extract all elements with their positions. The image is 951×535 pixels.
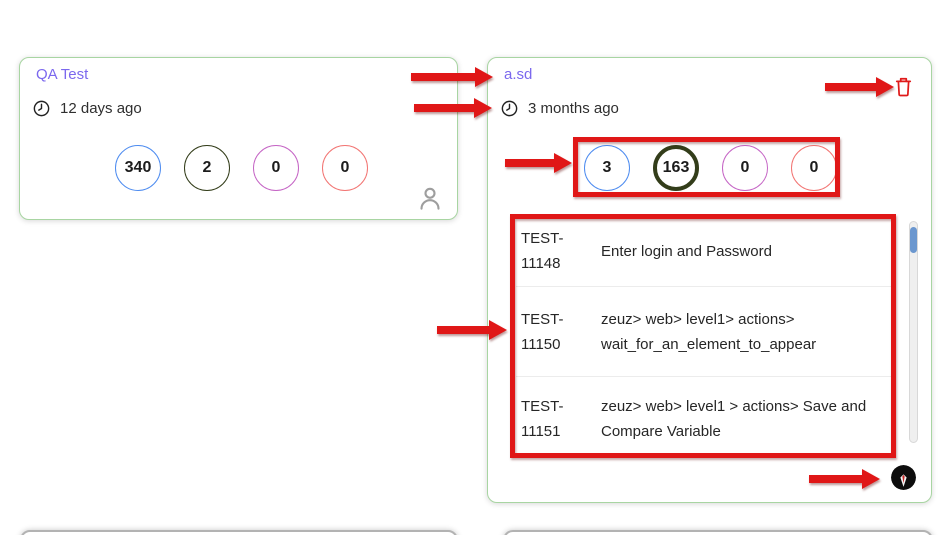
- test-case-description: zeuz> web> level1> actions> wait_for_an_…: [601, 310, 817, 353]
- clock-icon: [501, 100, 518, 117]
- test-case-list: TEST-11148 Enter login and Password TEST…: [516, 216, 896, 461]
- counter-fourth: 0: [791, 145, 837, 191]
- counter-value: 0: [271, 159, 281, 176]
- card-title[interactable]: a.sd: [504, 66, 533, 83]
- test-set-card-a-sd[interactable]: a.sd 3 months ago 3 163 0 0 TEST-11148 E…: [487, 57, 932, 503]
- counter-value: 0: [740, 159, 750, 176]
- counter-value: 340: [124, 159, 152, 176]
- counter-value: 0: [340, 159, 350, 176]
- delete-button[interactable]: [893, 76, 913, 98]
- avatar-image: [891, 465, 916, 490]
- counter-fourth: 0: [322, 145, 368, 191]
- last-run-time: 12 days ago: [32, 99, 142, 118]
- last-run-time-label: 3 months ago: [528, 100, 619, 117]
- test-set-card-qa-test[interactable]: QA Test 12 days ago 340 2 0 0: [19, 57, 458, 220]
- counter-total: 3: [584, 145, 630, 191]
- test-case-row[interactable]: TEST-11148 Enter login and Password: [516, 216, 896, 286]
- clock-icon: [33, 100, 50, 117]
- test-case-id: TEST-11150: [521, 310, 564, 353]
- last-run-time: 3 months ago: [500, 99, 619, 118]
- counter-second: 2: [184, 145, 230, 191]
- counter-total: 340: [115, 145, 161, 191]
- test-case-id: TEST-11151: [521, 398, 564, 440]
- test-case-description: Enter login and Password: [601, 242, 772, 260]
- user-avatar: [891, 465, 916, 490]
- counter-third: 0: [722, 145, 768, 191]
- person-icon: [420, 187, 440, 210]
- counter-second: 163: [653, 145, 699, 191]
- counter-value: 163: [662, 159, 690, 176]
- counter-value: 3: [602, 159, 612, 176]
- counter-value: 0: [809, 159, 819, 176]
- counter-row: 3 163 0 0: [584, 145, 837, 191]
- counter-value: 2: [202, 159, 212, 176]
- scrollbar-thumb[interactable]: [910, 227, 917, 253]
- last-run-time-label: 12 days ago: [60, 100, 142, 117]
- partial-card-bottom-right: [503, 530, 933, 535]
- counter-row: 340 2 0 0: [115, 145, 368, 191]
- counter-third: 0: [253, 145, 299, 191]
- test-case-description: zeuz> web> level1 > actions> Save and Co…: [601, 398, 867, 440]
- partial-card-bottom-left: [20, 530, 458, 535]
- trash-icon: [895, 77, 911, 97]
- card-title[interactable]: QA Test: [36, 66, 89, 83]
- test-case-id: TEST-11148: [521, 230, 564, 272]
- test-case-row[interactable]: TEST-11151 zeuz> web> level1 > actions> …: [516, 376, 896, 461]
- vertical-scrollbar[interactable]: [909, 221, 918, 443]
- test-case-row[interactable]: TEST-11150 zeuz> web> level1> actions> w…: [516, 286, 896, 376]
